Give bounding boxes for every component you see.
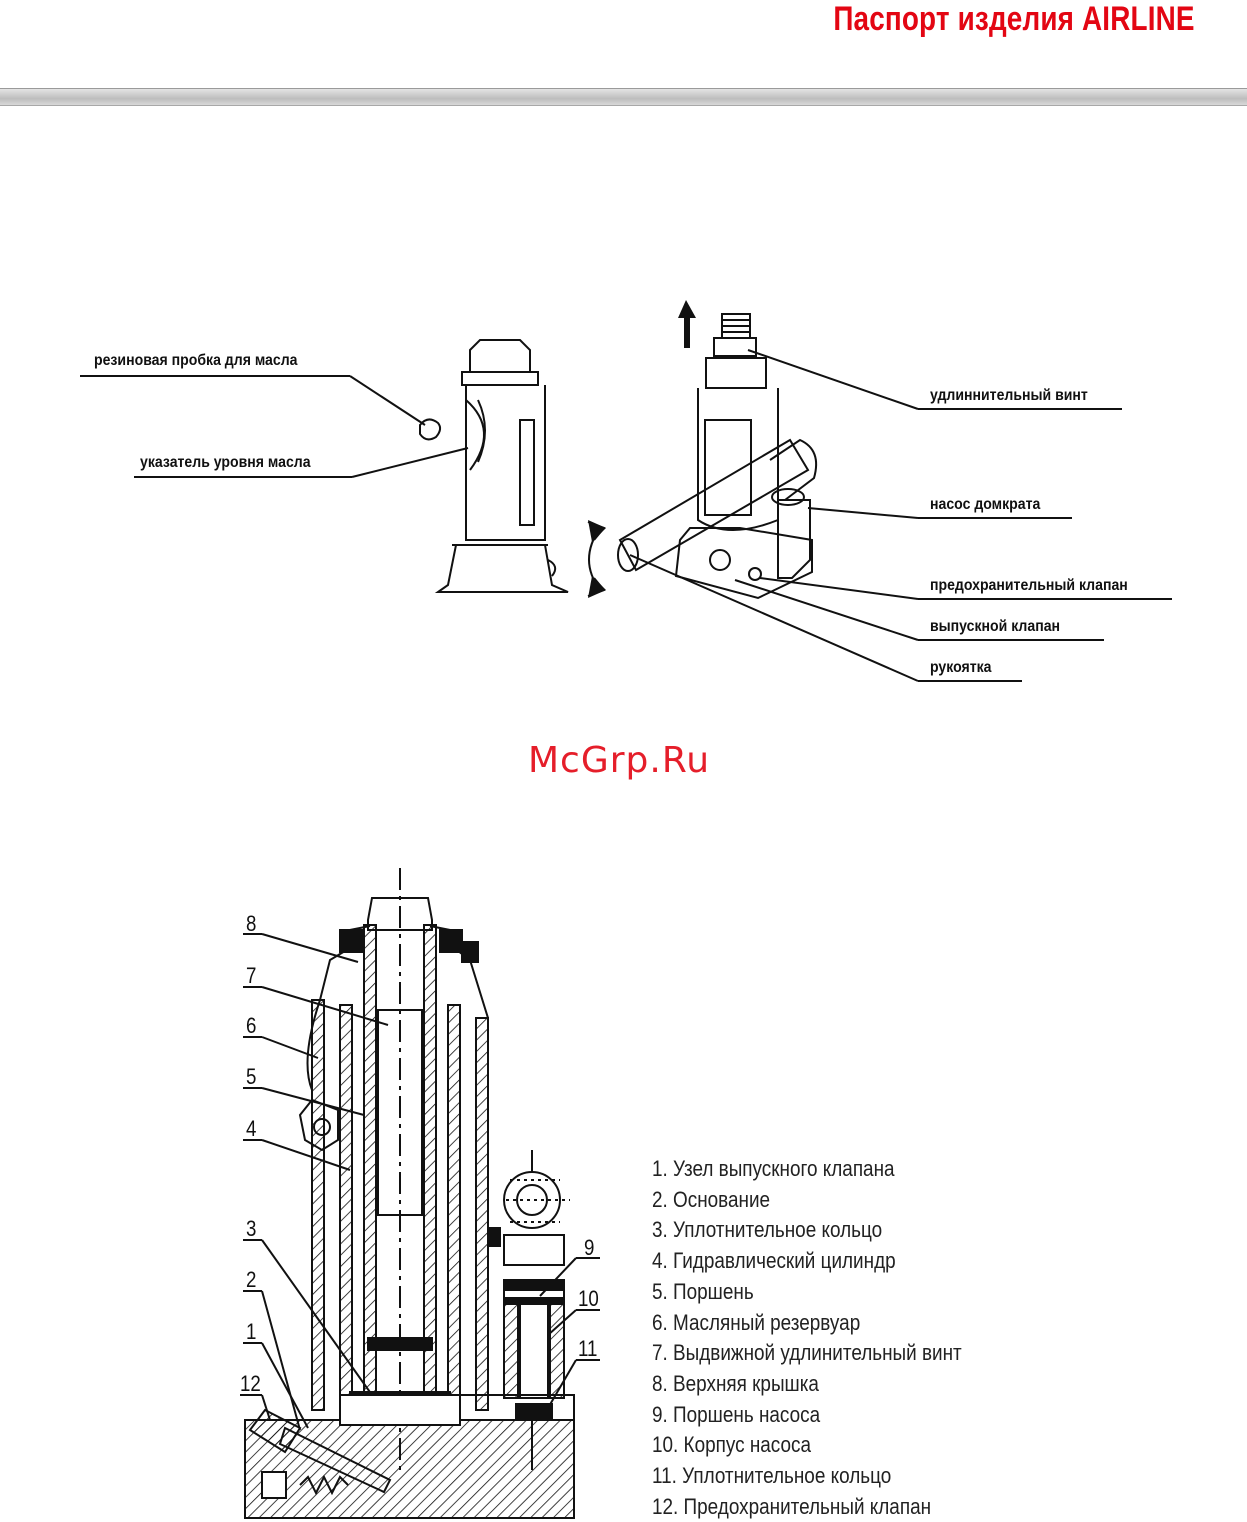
part-number-7: 7: [246, 963, 257, 988]
part-number-12: 12: [240, 1371, 261, 1396]
part-number-8: 8: [246, 911, 257, 936]
header-divider-bar: [0, 88, 1247, 106]
callout-release-valve: выпускной клапан: [930, 618, 1061, 635]
callout-extension-screw: удлиннительный винт: [930, 387, 1088, 404]
jack-exterior-illustration: [80, 300, 1172, 682]
part-number-4: 4: [246, 1116, 257, 1141]
part-number-3: 3: [246, 1216, 257, 1241]
legend-item: 12. Предохранительный клапан: [652, 1493, 932, 1519]
legend-item: 5. Поршень: [652, 1278, 754, 1304]
watermark: McGrp.Ru: [528, 740, 711, 781]
legend-item: 11. Уплотнительное кольцо: [652, 1463, 892, 1489]
part-number-1: 1: [246, 1319, 257, 1344]
page-title: Паспорт изделия AIRLINE: [833, 0, 1195, 38]
legend-item: 8. Верхняя крышка: [652, 1370, 819, 1396]
legend-item: 2. Основание: [652, 1186, 771, 1212]
callout-handle: рукоятка: [930, 659, 992, 676]
callout-safety-valve: предохранительный клапан: [930, 577, 1128, 594]
legend-item: 3. Уплотнительное кольцо: [652, 1217, 883, 1243]
part-number-9: 9: [584, 1235, 595, 1260]
part-number-11: 11: [578, 1336, 598, 1361]
part-number-6: 6: [246, 1013, 257, 1038]
part-number-5: 5: [246, 1064, 257, 1089]
legend-item: 9. Поршень насоса: [652, 1401, 821, 1427]
legend-item: 7. Выдвижной удлинительный винт: [652, 1340, 962, 1366]
legend-item: 1. Узел выпускного клапана: [652, 1156, 895, 1181]
callout-rubber-plug: резиновая пробка для масла: [94, 352, 298, 369]
legend-item: 6. Масляный резервуар: [652, 1309, 861, 1335]
legend-item: 10. Корпус насоса: [652, 1432, 811, 1458]
part-number-10: 10: [578, 1286, 599, 1311]
part-number-2: 2: [246, 1267, 257, 1292]
legend-item: 4. Гидравлический цилиндр: [652, 1248, 896, 1274]
parts-legend: 1. Узел выпускного клапана 2. Основание …: [652, 1154, 962, 1522]
callout-pump: насос домкрата: [930, 496, 1041, 513]
callout-oil-level: указатель уровня масла: [140, 454, 311, 471]
